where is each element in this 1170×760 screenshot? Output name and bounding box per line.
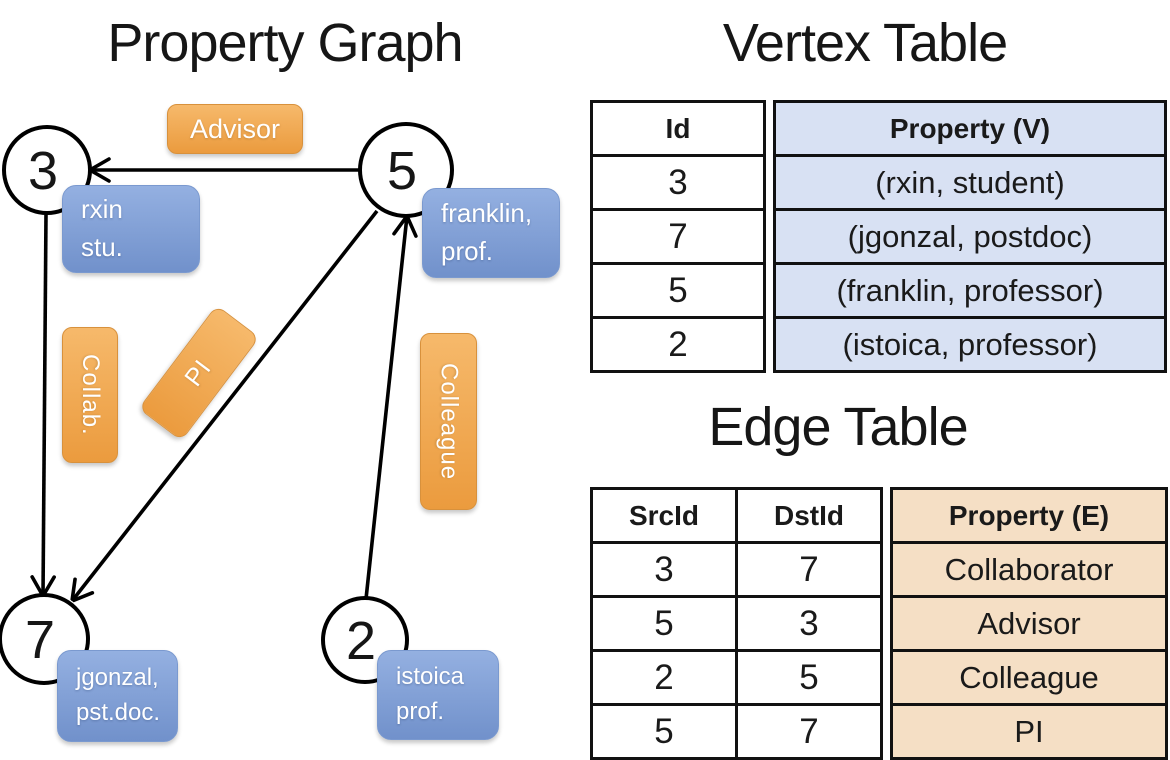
vertex-table-property-header: Property (V) [776, 103, 1164, 154]
vertex-label-istoica-line1: istoica [396, 663, 465, 691]
vertex-table-id-header: Id [665, 112, 691, 144]
vertex-label-istoica: istoica prof. [377, 650, 499, 740]
edge-label-pi-text: PI [179, 354, 218, 392]
edge-label-colleague-text: Colleague [435, 362, 463, 481]
edge-table-property-column: Property (E) Collaborator Advisor Collea… [890, 487, 1168, 760]
edge-label-collab: Collab. [62, 327, 118, 463]
vertex-table-property-cell: (rxin, student) [776, 154, 1164, 208]
edge-label-advisor: Advisor [167, 104, 303, 154]
vertex-table-property-column: Property (V) (rxin, student) (jgonzal, p… [773, 100, 1167, 373]
edge-arrow-2-to-5 [364, 216, 407, 600]
vertex-label-rxin-line2: stu. [81, 232, 123, 262]
edge-table-dstid-header: DstId [735, 490, 880, 541]
edge-table-srcid-cell: 5 [654, 603, 674, 643]
vertex-id-5: 5 [387, 141, 417, 201]
edge-table-property-cell: PI [893, 703, 1165, 757]
vertex-id-7: 7 [25, 610, 55, 670]
vertex-label-jgonzal-line1: jgonzal, [76, 664, 159, 692]
edge-label-colleague: Colleague [420, 333, 477, 510]
vertex-table-property-cell: (jgonzal, postdoc) [776, 208, 1164, 262]
edge-table-ids-columns: SrcId DstId 3 7 5 3 2 5 5 7 [590, 487, 883, 760]
edge-table-srcid-cell: 2 [654, 657, 674, 697]
edge-table-srcid-cell: 3 [654, 549, 674, 589]
vertex-label-istoica-line2: prof. [396, 698, 445, 725]
vertex-table-title: Vertex Table [722, 13, 1008, 73]
edge-arrow-3-to-7 [43, 213, 46, 596]
vertex-table-property-cell: (franklin, professor) [776, 262, 1164, 316]
edge-arrow-5-to-7 [72, 209, 379, 601]
vertex-id-3: 3 [28, 141, 58, 201]
vertex-table-id-cell: 2 [593, 316, 763, 370]
edge-table-srcid-header: SrcId [628, 499, 700, 531]
vertex-label-franklin-line1: franklin, [441, 198, 533, 229]
edge-table-dstid-cell: 7 [735, 544, 880, 595]
vertex-label-jgonzal: jgonzal, pst.doc. [57, 650, 178, 742]
edge-table-srcid-cell: 5 [654, 711, 674, 751]
vertex-label-franklin-line2: prof. [441, 236, 494, 266]
edge-table-property-header: Property (E) [893, 490, 1165, 541]
vertex-table-property-cell: (istoica, professor) [776, 316, 1164, 370]
edge-table-dstid-cell: 7 [735, 706, 880, 757]
vertex-table-id-cell: 3 [593, 154, 763, 208]
edge-table-title: Edge Table [708, 397, 968, 457]
vertex-label-jgonzal-line2: pst.doc. [76, 699, 161, 726]
vertex-label-rxin-line1: rxin [81, 194, 123, 225]
vertex-table-id-cell: 5 [593, 262, 763, 316]
edge-table-property-cell: Colleague [893, 649, 1165, 703]
vertex-id-2: 2 [346, 611, 376, 671]
vertex-label-franklin: franklin, prof. [422, 188, 560, 278]
vertex-label-rxin: rxin stu. [62, 185, 200, 273]
edge-table-dstid-cell: 5 [735, 652, 880, 703]
edge-table-dstid-cell: 3 [735, 598, 880, 649]
edge-label-collab-text: Collab. [77, 354, 104, 436]
edge-table-property-cell: Advisor [893, 595, 1165, 649]
edge-label-advisor-text: Advisor [189, 113, 281, 144]
edge-table-property-cell: Collaborator [893, 541, 1165, 595]
vertex-table-id-cell: 7 [593, 208, 763, 262]
property-graph-title: Property Graph [107, 13, 463, 73]
vertex-table-id-column: Id 3 7 5 2 [590, 100, 766, 373]
